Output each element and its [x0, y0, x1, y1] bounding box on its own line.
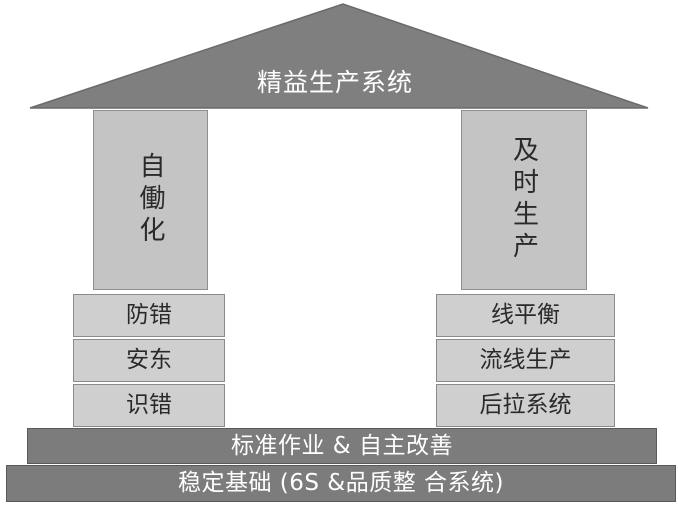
left-block-error-detection: 识错 [73, 384, 225, 427]
right-block-pull-system: 后拉系统 [436, 384, 615, 427]
left-pillar-label: 自働化 [135, 152, 165, 248]
right-pillar: 及时生产 [461, 110, 587, 290]
left-pillar: 自働化 [93, 110, 208, 290]
right-block-flow-production: 流线生产 [436, 339, 615, 382]
foundation-upper: 标准作业 & 自主改善 [27, 428, 657, 464]
right-pillar-label: 及时生产 [508, 136, 539, 264]
roof-title: 精益生产系统 [256, 68, 413, 97]
left-block-error-proofing: 防错 [73, 294, 225, 337]
right-block-line-balancing: 线平衡 [436, 294, 615, 337]
foundation-lower: 稳定基础 (6S &品质整 合系统) [6, 465, 676, 502]
left-block-andon: 安东 [73, 339, 225, 382]
